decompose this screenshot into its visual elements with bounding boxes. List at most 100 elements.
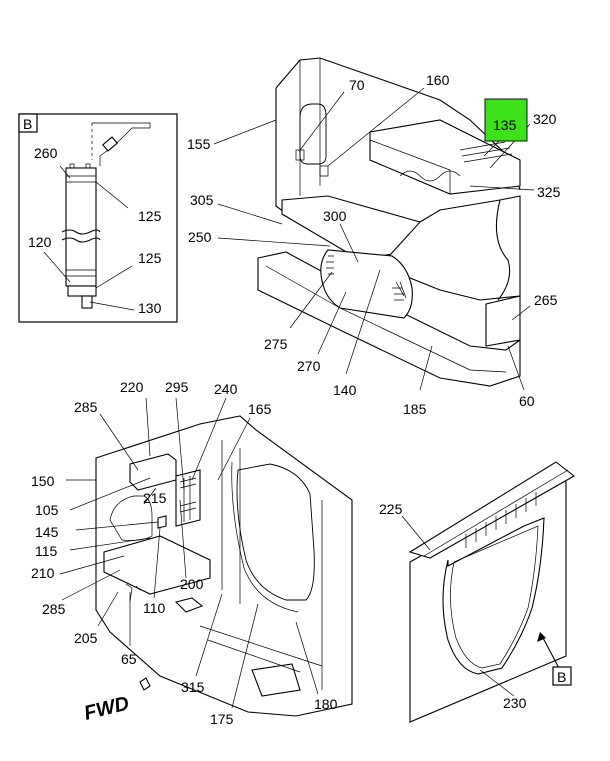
lower-galley-assembly: FWD bbox=[59, 397, 353, 725]
callout-205[interactable]: 205 bbox=[74, 630, 98, 646]
leader-200 bbox=[179, 499, 187, 579]
callout-295[interactable]: 295 bbox=[165, 379, 189, 395]
callout-labels: 70 160 135 320 155 325 305 300 250 265 2… bbox=[28, 72, 561, 727]
callout-300[interactable]: 300 bbox=[323, 208, 347, 224]
callout-185[interactable]: 185 bbox=[403, 401, 427, 417]
cylinder-drum bbox=[320, 249, 413, 319]
fwd-indicator: FWD bbox=[82, 677, 151, 725]
leader-175 bbox=[231, 603, 259, 709]
callout-145[interactable]: 145 bbox=[35, 524, 59, 540]
callout-125b[interactable]: 125 bbox=[138, 250, 162, 266]
top-shelf bbox=[369, 119, 521, 195]
callout-320[interactable]: 320 bbox=[533, 111, 557, 127]
galley-door-window bbox=[236, 463, 315, 601]
fwd-label: FWD bbox=[82, 692, 132, 724]
grill-panel bbox=[175, 469, 201, 527]
detail-b-label: B bbox=[23, 116, 32, 132]
panel-rail bbox=[408, 461, 575, 559]
callout-60[interactable]: 60 bbox=[519, 393, 535, 409]
detail-b-connector bbox=[102, 136, 118, 152]
leader-220 bbox=[145, 397, 151, 457]
fwd-arrow-icon bbox=[139, 677, 151, 691]
callout-230[interactable]: 230 bbox=[503, 695, 527, 711]
floor-fitting bbox=[174, 597, 204, 613]
callout-270[interactable]: 270 bbox=[297, 358, 321, 374]
leader-115 bbox=[69, 537, 151, 551]
floor-bracket bbox=[125, 583, 141, 603]
leader-70 bbox=[299, 91, 345, 151]
leader-165 bbox=[217, 417, 251, 481]
floor-rails bbox=[199, 625, 323, 673]
callout-200[interactable]: 200 bbox=[180, 576, 204, 592]
callout-225[interactable]: 225 bbox=[379, 501, 403, 517]
highlight-part-135[interactable] bbox=[484, 98, 528, 142]
callout-125a[interactable]: 125 bbox=[138, 208, 162, 224]
detail-b-break-lines bbox=[61, 229, 101, 243]
callout-135[interactable]: 135 bbox=[493, 117, 517, 133]
leader-225 bbox=[401, 515, 431, 551]
leader-260 bbox=[59, 165, 71, 179]
callout-240[interactable]: 240 bbox=[214, 381, 238, 397]
callout-140[interactable]: 140 bbox=[333, 382, 357, 398]
floor-box bbox=[251, 663, 301, 697]
galley-control-110 bbox=[157, 515, 167, 529]
callout-220[interactable]: 220 bbox=[120, 379, 144, 395]
detail-b-clips bbox=[69, 163, 91, 168]
callout-265[interactable]: 265 bbox=[534, 292, 558, 308]
callout-210[interactable]: 210 bbox=[31, 565, 55, 581]
callout-285a[interactable]: 285 bbox=[74, 399, 98, 415]
detail-b-fitting bbox=[67, 285, 97, 297]
leader-120 bbox=[43, 251, 71, 283]
callout-130[interactable]: 130 bbox=[138, 300, 162, 316]
leader-325 bbox=[469, 185, 535, 191]
callout-285b[interactable]: 285 bbox=[42, 601, 66, 617]
galley-outline bbox=[95, 415, 353, 717]
detail-b-tube-bands bbox=[66, 175, 96, 277]
top-shelf-curl bbox=[399, 170, 461, 182]
panel-rail-edge bbox=[423, 469, 569, 557]
callout-105[interactable]: 105 bbox=[35, 502, 59, 518]
cabinet-latch-2 bbox=[319, 165, 329, 177]
leader-315 bbox=[195, 593, 223, 677]
leader-265 bbox=[511, 305, 531, 321]
view-b-arrow-line bbox=[541, 635, 561, 671]
callout-120[interactable]: 120 bbox=[28, 234, 52, 250]
leader-305 bbox=[217, 203, 283, 225]
leader-105 bbox=[69, 477, 151, 511]
panel-bag-outer bbox=[442, 517, 545, 675]
callout-150[interactable]: 150 bbox=[31, 473, 55, 489]
callout-65[interactable]: 65 bbox=[121, 651, 137, 667]
callout-70[interactable]: 70 bbox=[349, 77, 365, 93]
leader-230 bbox=[479, 669, 515, 697]
leader-155 bbox=[213, 119, 277, 145]
leader-185 bbox=[419, 345, 433, 391]
callout-250[interactable]: 250 bbox=[188, 229, 212, 245]
callout-155[interactable]: 155 bbox=[187, 136, 211, 152]
leader-125a bbox=[95, 181, 129, 209]
callout-325[interactable]: 325 bbox=[537, 184, 561, 200]
callout-115[interactable]: 115 bbox=[35, 543, 58, 559]
callout-215[interactable]: 215 bbox=[143, 490, 167, 506]
callout-165[interactable]: 165 bbox=[248, 401, 272, 417]
leader-160 bbox=[327, 87, 425, 167]
grill-slots bbox=[179, 476, 197, 522]
callout-180[interactable]: 180 bbox=[314, 696, 338, 712]
callout-175[interactable]: 175 bbox=[210, 711, 234, 727]
leader-250 bbox=[217, 237, 331, 247]
leader-125b bbox=[95, 265, 133, 289]
leader-110 bbox=[153, 527, 161, 599]
leader-180 bbox=[295, 621, 319, 695]
leader-300 bbox=[339, 223, 359, 263]
callout-315[interactable]: 315 bbox=[181, 679, 205, 695]
callout-275[interactable]: 275 bbox=[264, 336, 288, 352]
callout-110[interactable]: 110 bbox=[143, 600, 166, 616]
callout-160[interactable]: 160 bbox=[426, 72, 450, 88]
callout-305[interactable]: 305 bbox=[190, 192, 214, 208]
detail-b-cable bbox=[92, 122, 151, 166]
lower-right-panel: B bbox=[401, 461, 575, 723]
callout-260[interactable]: 260 bbox=[34, 145, 58, 161]
leader-145 bbox=[75, 521, 159, 531]
detail-b-inset: B bbox=[18, 113, 178, 323]
top-shelf-edge bbox=[369, 139, 451, 194]
